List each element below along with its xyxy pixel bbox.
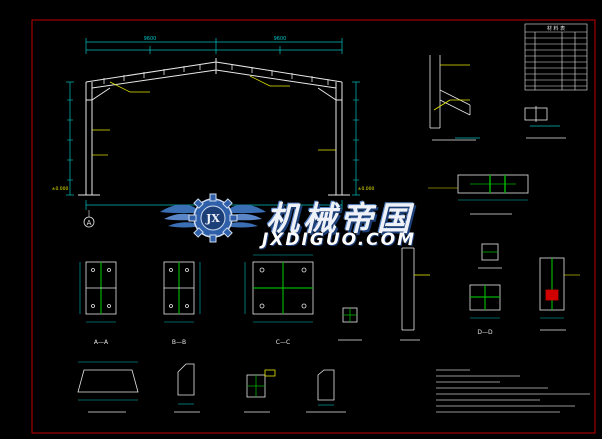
general-notes: [436, 369, 590, 413]
haunch-detail: [429, 55, 480, 139]
material-table-title: 材 料 表: [547, 25, 565, 32]
span-dim-left: 9600: [144, 36, 157, 42]
section-labels: A—A B—B C—C D—D: [94, 329, 493, 346]
grid-bubbles: A: [83, 210, 95, 228]
section-b-base: [163, 261, 201, 323]
section-d-detail: [469, 243, 501, 319]
level-mark-left: ±0.000: [52, 186, 69, 192]
stiffener-plate-detail: [77, 361, 139, 401]
brace-plate-detail: [317, 369, 335, 406]
section-label-c: C—C: [276, 339, 290, 346]
column-dim-ticks: [67, 99, 359, 181]
span-dim-right: 9600: [274, 36, 287, 42]
base-plate-detail: [539, 257, 580, 319]
purlin-support-detail: [428, 174, 529, 201]
detail-title-underlines: [88, 137, 566, 413]
t-plate-detail: [177, 363, 195, 405]
small-bolt-detail: [342, 307, 358, 323]
anchor-bolt-detail: [246, 369, 276, 398]
section-a-base: [79, 261, 117, 323]
section-label-a: A—A: [94, 339, 109, 346]
section-label-d: D—D: [477, 329, 493, 336]
grid-label-a: A: [87, 219, 92, 227]
drawing-border: [31, 19, 596, 434]
material-table: [524, 23, 588, 91]
end-plate-detail: [524, 106, 560, 127]
tie-rod-detail: [401, 247, 430, 331]
level-mark-right: ±0.000: [358, 186, 375, 192]
section-label-b: B—B: [172, 339, 186, 346]
elevation-callouts: [92, 75, 336, 156]
section-c-plate: [244, 254, 314, 323]
portal-frame-elevation: [78, 58, 350, 196]
elevation-labels: 9600 9600 ±0.000 ±0.000: [52, 36, 375, 192]
